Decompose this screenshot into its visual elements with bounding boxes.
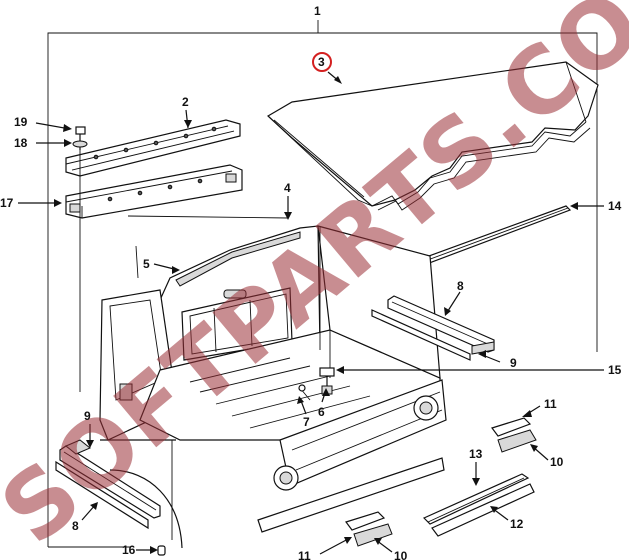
callout-labels: 1 2 3 4 5 6 7 8 9 15 14 17 18 19 9 8 11 … [0, 4, 622, 560]
callout-5: 5 [143, 257, 150, 271]
vehicle-body [99, 225, 447, 549]
callout-6: 6 [318, 405, 325, 419]
callout-7: 7 [303, 415, 310, 429]
callout-8-left: 8 [72, 519, 79, 533]
soft-top-cover [266, 61, 599, 211]
callout-2: 2 [182, 95, 189, 109]
callout-16: 16 [122, 543, 136, 557]
drain-plug [157, 545, 166, 556]
callout-11-right: 11 [544, 397, 557, 411]
right-side-rail [371, 295, 495, 361]
arrowheads [54, 76, 578, 554]
callout-8-right: 8 [457, 279, 464, 293]
callout-10-right: 10 [550, 455, 564, 469]
callout-11-bottom: 11 [298, 549, 311, 560]
callout-18: 18 [14, 136, 28, 150]
callout-12: 12 [510, 517, 524, 531]
callout-10-bottom: 10 [394, 549, 408, 560]
lower-rail-bracket [65, 164, 243, 219]
callout-3: 3 [318, 55, 325, 69]
lower-trim-rail [422, 473, 535, 537]
callout-19: 19 [14, 115, 28, 129]
callout-13: 13 [469, 447, 483, 461]
bottom-clip-set [345, 511, 393, 547]
callout-15: 15 [608, 363, 622, 377]
bolt-and-washer [72, 126, 88, 392]
callout-4: 4 [284, 181, 291, 195]
callout-3-highlight-ring [312, 52, 332, 72]
left-side-rail [55, 439, 161, 530]
callout-14: 14 [608, 199, 622, 213]
callout-1: 1 [314, 4, 321, 18]
callout-9-left: 9 [84, 409, 91, 423]
callout-17: 17 [0, 196, 14, 210]
assembly-bracket [47, 20, 598, 548]
right-clip-set [491, 417, 537, 453]
upper-rail [65, 119, 241, 177]
callout-9-right: 9 [510, 356, 517, 370]
